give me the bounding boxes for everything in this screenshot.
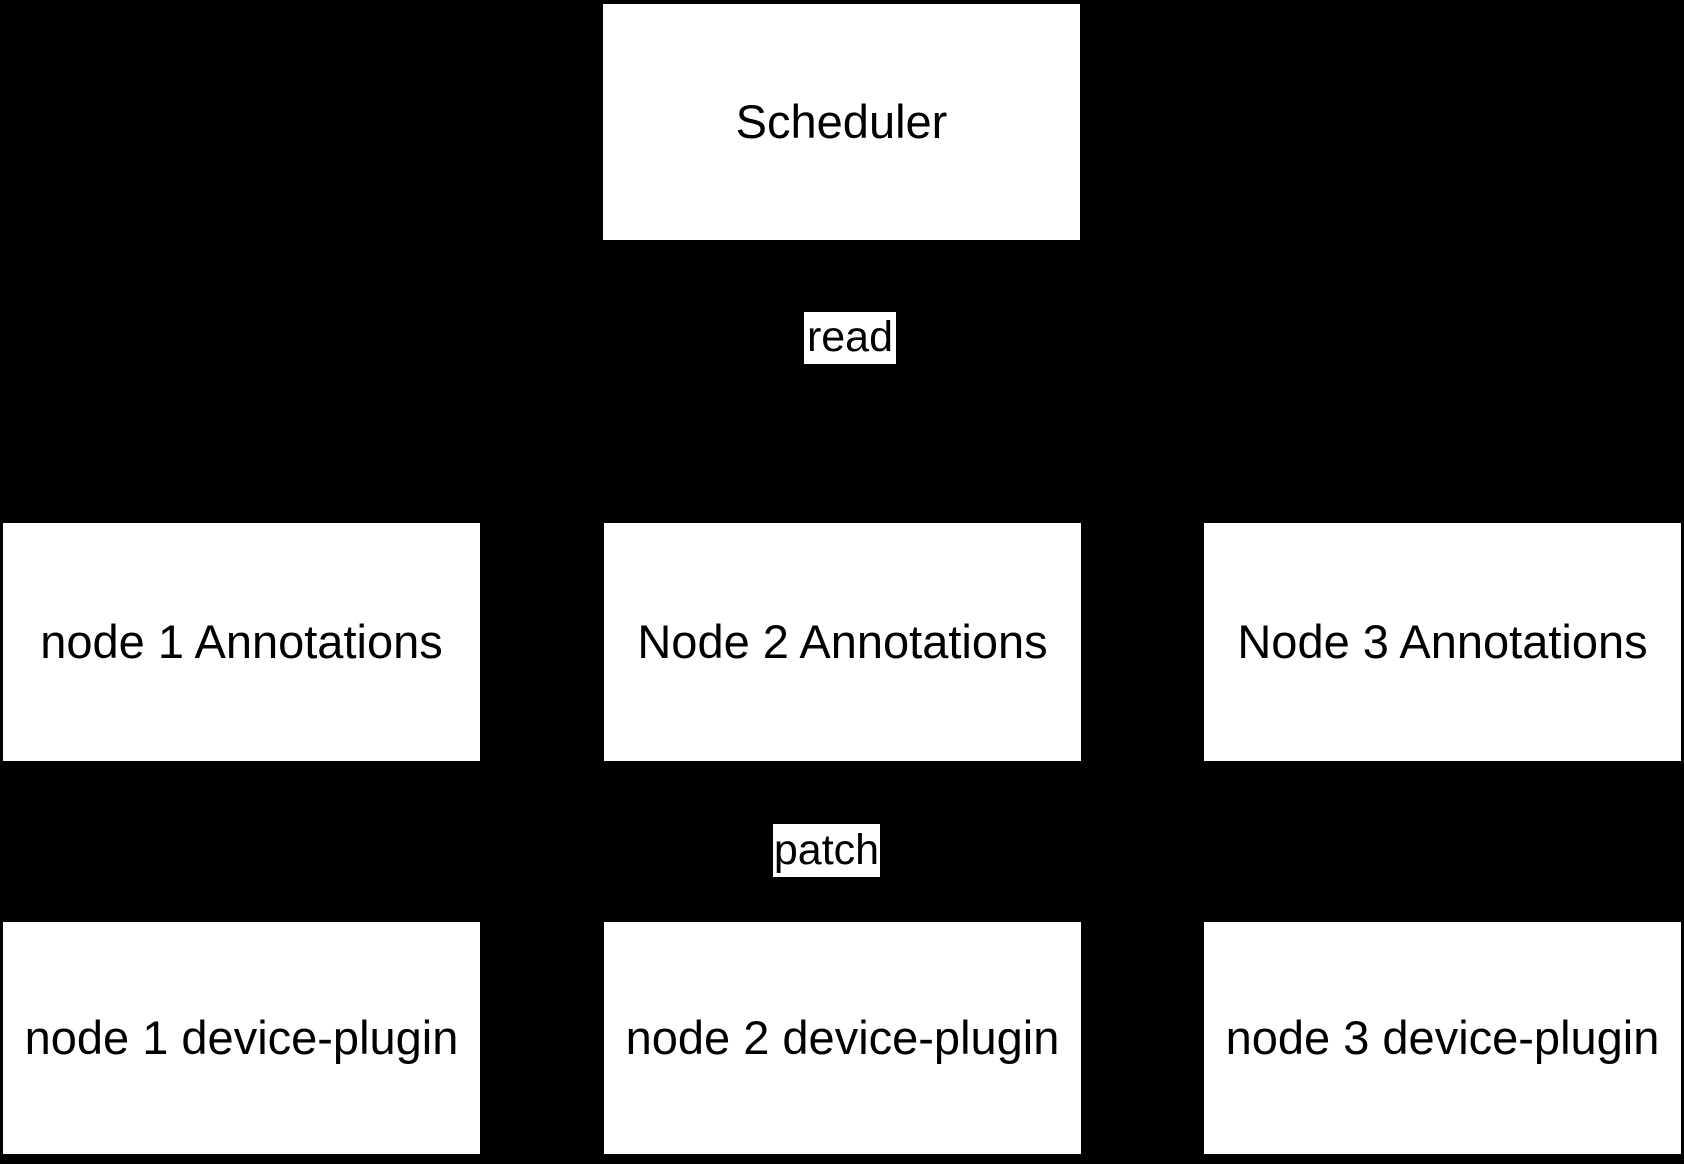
scheduler-node-label: Scheduler (735, 94, 948, 148)
patch-edge-label-text: patch (773, 825, 880, 874)
read-edge-label: read (804, 312, 896, 364)
node-2-annotations-node: Node 2 Annotations (604, 523, 1081, 761)
node-3-device-plugin-label: node 3 device-plugin (1225, 1010, 1660, 1064)
node-3-annotations-label: Node 3 Annotations (1237, 614, 1648, 668)
node-1-device-plugin-label: node 1 device-plugin (24, 1010, 459, 1064)
node-3-device-plugin-node: node 3 device-plugin (1204, 922, 1681, 1154)
scheduler-node: Scheduler (603, 4, 1080, 240)
node-1-annotations-node: node 1 Annotations (3, 523, 480, 761)
node-1-annotations-label: node 1 Annotations (40, 614, 443, 668)
read-edge-label-text: read (806, 313, 894, 362)
node-2-device-plugin-label: node 2 device-plugin (625, 1010, 1060, 1064)
node-2-device-plugin-node: node 2 device-plugin (604, 922, 1081, 1154)
node-3-annotations-node: Node 3 Annotations (1204, 523, 1681, 761)
node-2-annotations-label: Node 2 Annotations (637, 614, 1048, 668)
node-1-device-plugin-node: node 1 device-plugin (3, 922, 480, 1154)
patch-edge-label: patch (773, 824, 880, 877)
